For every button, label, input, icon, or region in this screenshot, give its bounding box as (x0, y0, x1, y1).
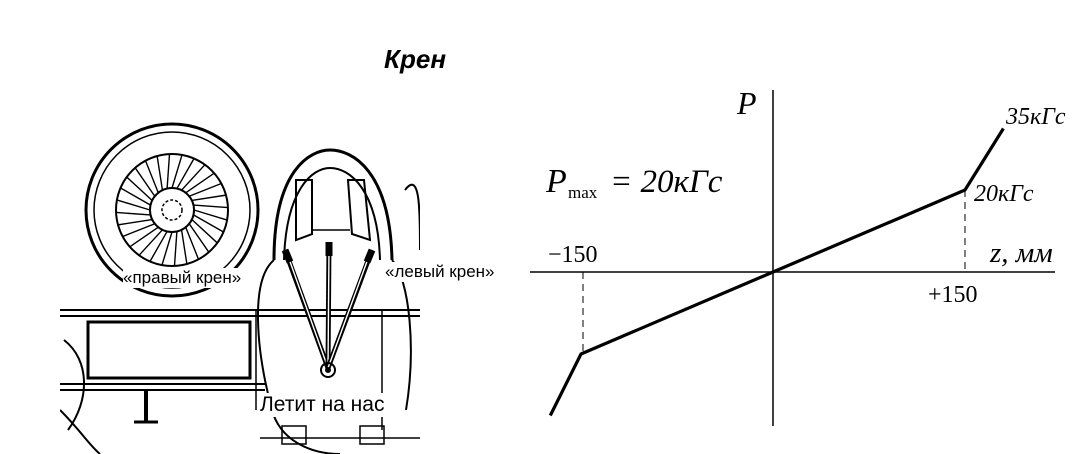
wheel-spoke (144, 160, 159, 194)
wheel-spoke (161, 231, 173, 266)
wheel-spoke (129, 226, 159, 248)
force-break-label: 20кГс (974, 181, 1034, 207)
lower-panel (260, 425, 420, 445)
wheel-spoke (173, 231, 178, 266)
wheel-spoke (134, 167, 156, 197)
tick-pos-150: +150 (928, 282, 978, 308)
wheel-spoke (126, 176, 153, 201)
wheel-spoke (193, 209, 228, 221)
wheel-spoke (185, 226, 200, 260)
pmax-value: = 20кГс (610, 164, 723, 200)
tick-neg-150: −150 (548, 242, 598, 268)
left-roll-label: «левый крен» (385, 262, 495, 282)
turbine-wheel-icon (84, 122, 260, 298)
control-stick-icon (281, 241, 376, 378)
x-axis-label: z, мм (989, 237, 1053, 269)
wheel-spoke (166, 154, 171, 189)
wheel-spoke (193, 214, 224, 233)
wheel-spoke (116, 199, 151, 211)
wheel-spoke (191, 219, 218, 244)
wheel-spoke (156, 155, 164, 191)
wheel-spoke (180, 229, 188, 265)
diagram-title: Крен (384, 44, 447, 74)
cockpit-illustration (60, 122, 420, 454)
wheel-spoke (122, 223, 156, 238)
wheel-spoke (117, 218, 153, 226)
frame-lines (60, 309, 420, 454)
flying-toward-label: Летит на нас (258, 393, 387, 417)
wheel-spoke (193, 204, 228, 209)
force-curve (548, 127, 1005, 417)
pmax-symbol: P (545, 163, 567, 200)
force-end-label: 35кГс (1005, 104, 1066, 130)
wheel-spoke (116, 211, 151, 216)
wheel-spoke (138, 229, 163, 256)
wheel-spoke (149, 231, 168, 262)
wheel-spoke (188, 223, 210, 253)
wheel-spoke (191, 194, 227, 202)
wheel-spoke (120, 187, 151, 206)
right-roll-label: «правый крен» (123, 268, 242, 288)
y-axis-label: P (736, 85, 757, 121)
wheel-spoke (171, 154, 183, 189)
pmax-subscript: max (568, 183, 598, 202)
wheel-spoke (185, 172, 215, 194)
wheel-spoke (176, 158, 195, 189)
wheel-spoke (181, 164, 206, 191)
wheel-spoke (188, 182, 222, 197)
